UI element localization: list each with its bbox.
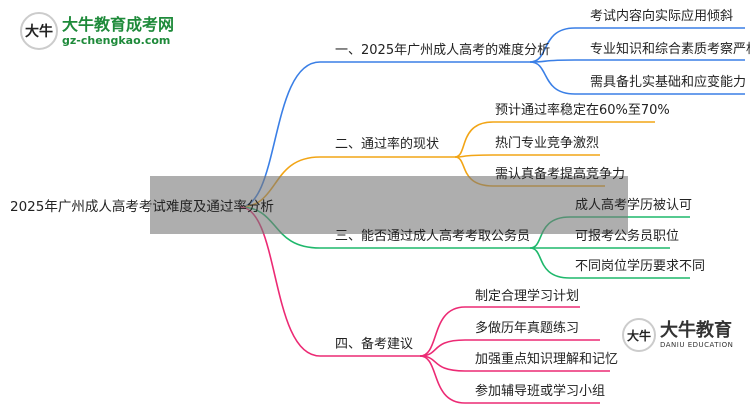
- branch-3-child-3-connector: [529, 247, 690, 279]
- branch-2-child-1-connector: [454, 121, 655, 158]
- branch-3-child-2: 可报考公务员职位: [575, 229, 680, 244]
- branch-4-child-3-connector: [419, 355, 610, 372]
- branch-4-child-2: 多做历年真题练习: [475, 321, 580, 336]
- logo-title: 大牛教育成考网: [62, 14, 175, 34]
- branch-1-child-3-connector: [529, 61, 745, 95]
- branch-2-child-1: 预计通过率稳定在60%至70%: [495, 103, 670, 118]
- branch-4-child-2-connector: [419, 339, 600, 357]
- branch-1: 一、2025年广州成人高考的难度分析: [335, 43, 551, 58]
- branch-3-child-3: 不同岗位学历要求不同: [575, 259, 706, 274]
- branch-1-child-2: 专业知识和综合素质考察严格: [590, 42, 750, 57]
- branch-1-child-1-connector: [529, 27, 745, 63]
- root-node: 2025年广州成人高考考试难度及通过率分析: [10, 199, 274, 215]
- branch-3: 三、能否通过成人高考考取公务员: [335, 229, 531, 244]
- branch-4-child-4: 参加辅导班或学习小组: [475, 384, 606, 399]
- branch-4-child-1: 制定合理学习计划: [475, 289, 580, 304]
- branch-1-child-2-connector: [529, 59, 745, 63]
- branch-3-child-1: 成人高考学历被认可: [575, 198, 693, 213]
- branch-2-child-2: 热门专业竞争激烈: [495, 136, 600, 151]
- branch-2: 二、通过率的现状: [335, 137, 440, 152]
- branch-2-child-3: 需认真备考提高竞争力: [495, 167, 626, 182]
- branch-1-child-3: 需具备扎实基础和应变能力: [590, 75, 747, 90]
- watermark: 大牛 大牛教育 DANIU EDUCATION: [622, 318, 733, 352]
- logo-url: gz-chengkao.com: [62, 33, 171, 47]
- watermark-title: 大牛教育: [660, 320, 732, 341]
- branch-4: 四、备考建议: [335, 337, 414, 352]
- site-logo: 大牛 大牛教育成考网 gz-chengkao.com: [20, 12, 174, 50]
- gray-overlay-band: [150, 176, 628, 234]
- logo-mark-icon: 大牛: [20, 12, 58, 50]
- branch-2-child-2-connector: [454, 154, 600, 158]
- branch-1-child-1: 考试内容向实际应用倾斜: [590, 9, 734, 24]
- watermark-subtitle: DANIU EDUCATION: [660, 341, 734, 349]
- branch-4-child-4-connector: [419, 355, 600, 404]
- watermark-mark-icon: 大牛: [622, 318, 656, 352]
- branch-4-child-3: 加强重点知识理解和记忆: [475, 352, 619, 367]
- branch-4-child-1-connector: [419, 306, 580, 357]
